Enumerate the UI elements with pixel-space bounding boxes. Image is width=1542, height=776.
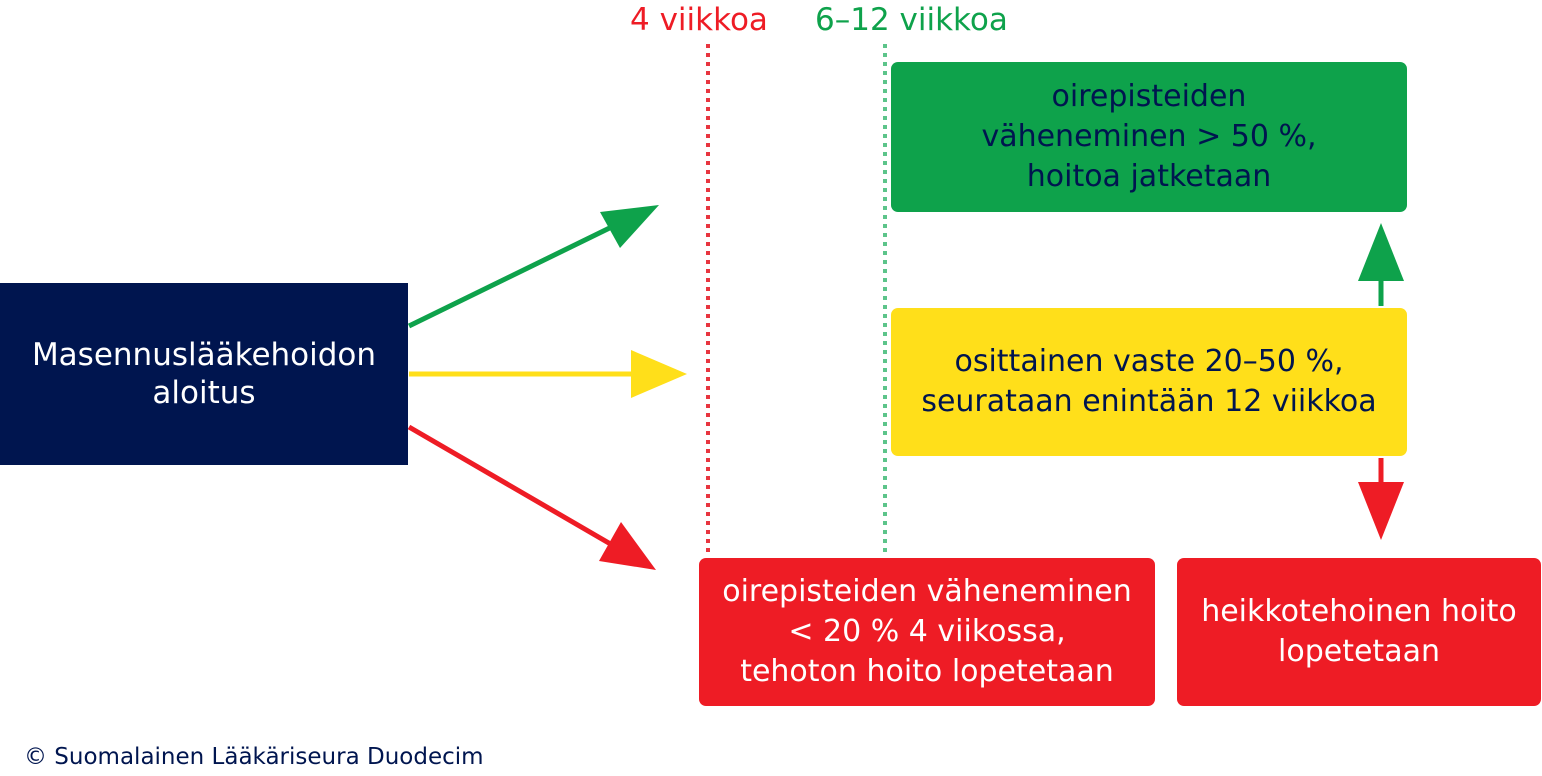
- green-box-line-2: väheneminen > 50 %,: [981, 119, 1317, 154]
- yellow-arrow-head: [631, 350, 687, 398]
- yellow-to-red-arrow-head: [1358, 482, 1404, 540]
- red-box-2-line-1: heikkotehoinen hoito: [1201, 594, 1517, 629]
- no-response-box: oirepisteiden väheneminen < 20 % 4 viiko…: [699, 558, 1155, 706]
- start-box-line-1: Masennuslääkehoidon: [31, 337, 377, 373]
- red-box-1-line-2: < 20 % 4 viikossa,: [788, 614, 1066, 649]
- good-response-box: oirepisteiden väheneminen > 50 %, hoitoa…: [891, 62, 1407, 212]
- red-box-2-line-2: lopetetaan: [1278, 634, 1440, 669]
- partial-response-box: osittainen vaste 20–50 %, seurataan enin…: [891, 308, 1407, 456]
- copyright-notice: © Suomalainen Lääkäriseura Duodecim: [24, 744, 484, 770]
- red-box-1-line-1: oirepisteiden väheneminen: [722, 574, 1132, 609]
- red-box-1-line-3: tehoton hoito lopetetaan: [740, 654, 1114, 689]
- green-arrow-head: [600, 205, 659, 248]
- start-box-line-2: aloitus: [152, 375, 256, 411]
- red-arrow-head: [599, 522, 656, 570]
- green-box-line-3: hoitoa jatketaan: [1026, 159, 1272, 194]
- green-box-line-1: oirepisteiden: [1051, 79, 1247, 114]
- yellow-to-green-arrow-head: [1358, 223, 1404, 281]
- yellow-box-line-2: seurataan enintään 12 viikkoa: [921, 384, 1377, 419]
- green-arrow-line: [407, 216, 630, 329]
- yellow-box-line-1: osittainen vaste 20–50 %,: [954, 344, 1344, 379]
- treatment-start-box: Masennuslääkehoidon aloitus: [0, 283, 408, 465]
- week4-label: 4 viikkoa: [630, 2, 768, 38]
- red-arrow-line: [407, 424, 628, 556]
- week6-12-label: 6–12 viikkoa: [815, 2, 1008, 38]
- weak-effect-box: heikkotehoinen hoito lopetetaan: [1177, 558, 1541, 706]
